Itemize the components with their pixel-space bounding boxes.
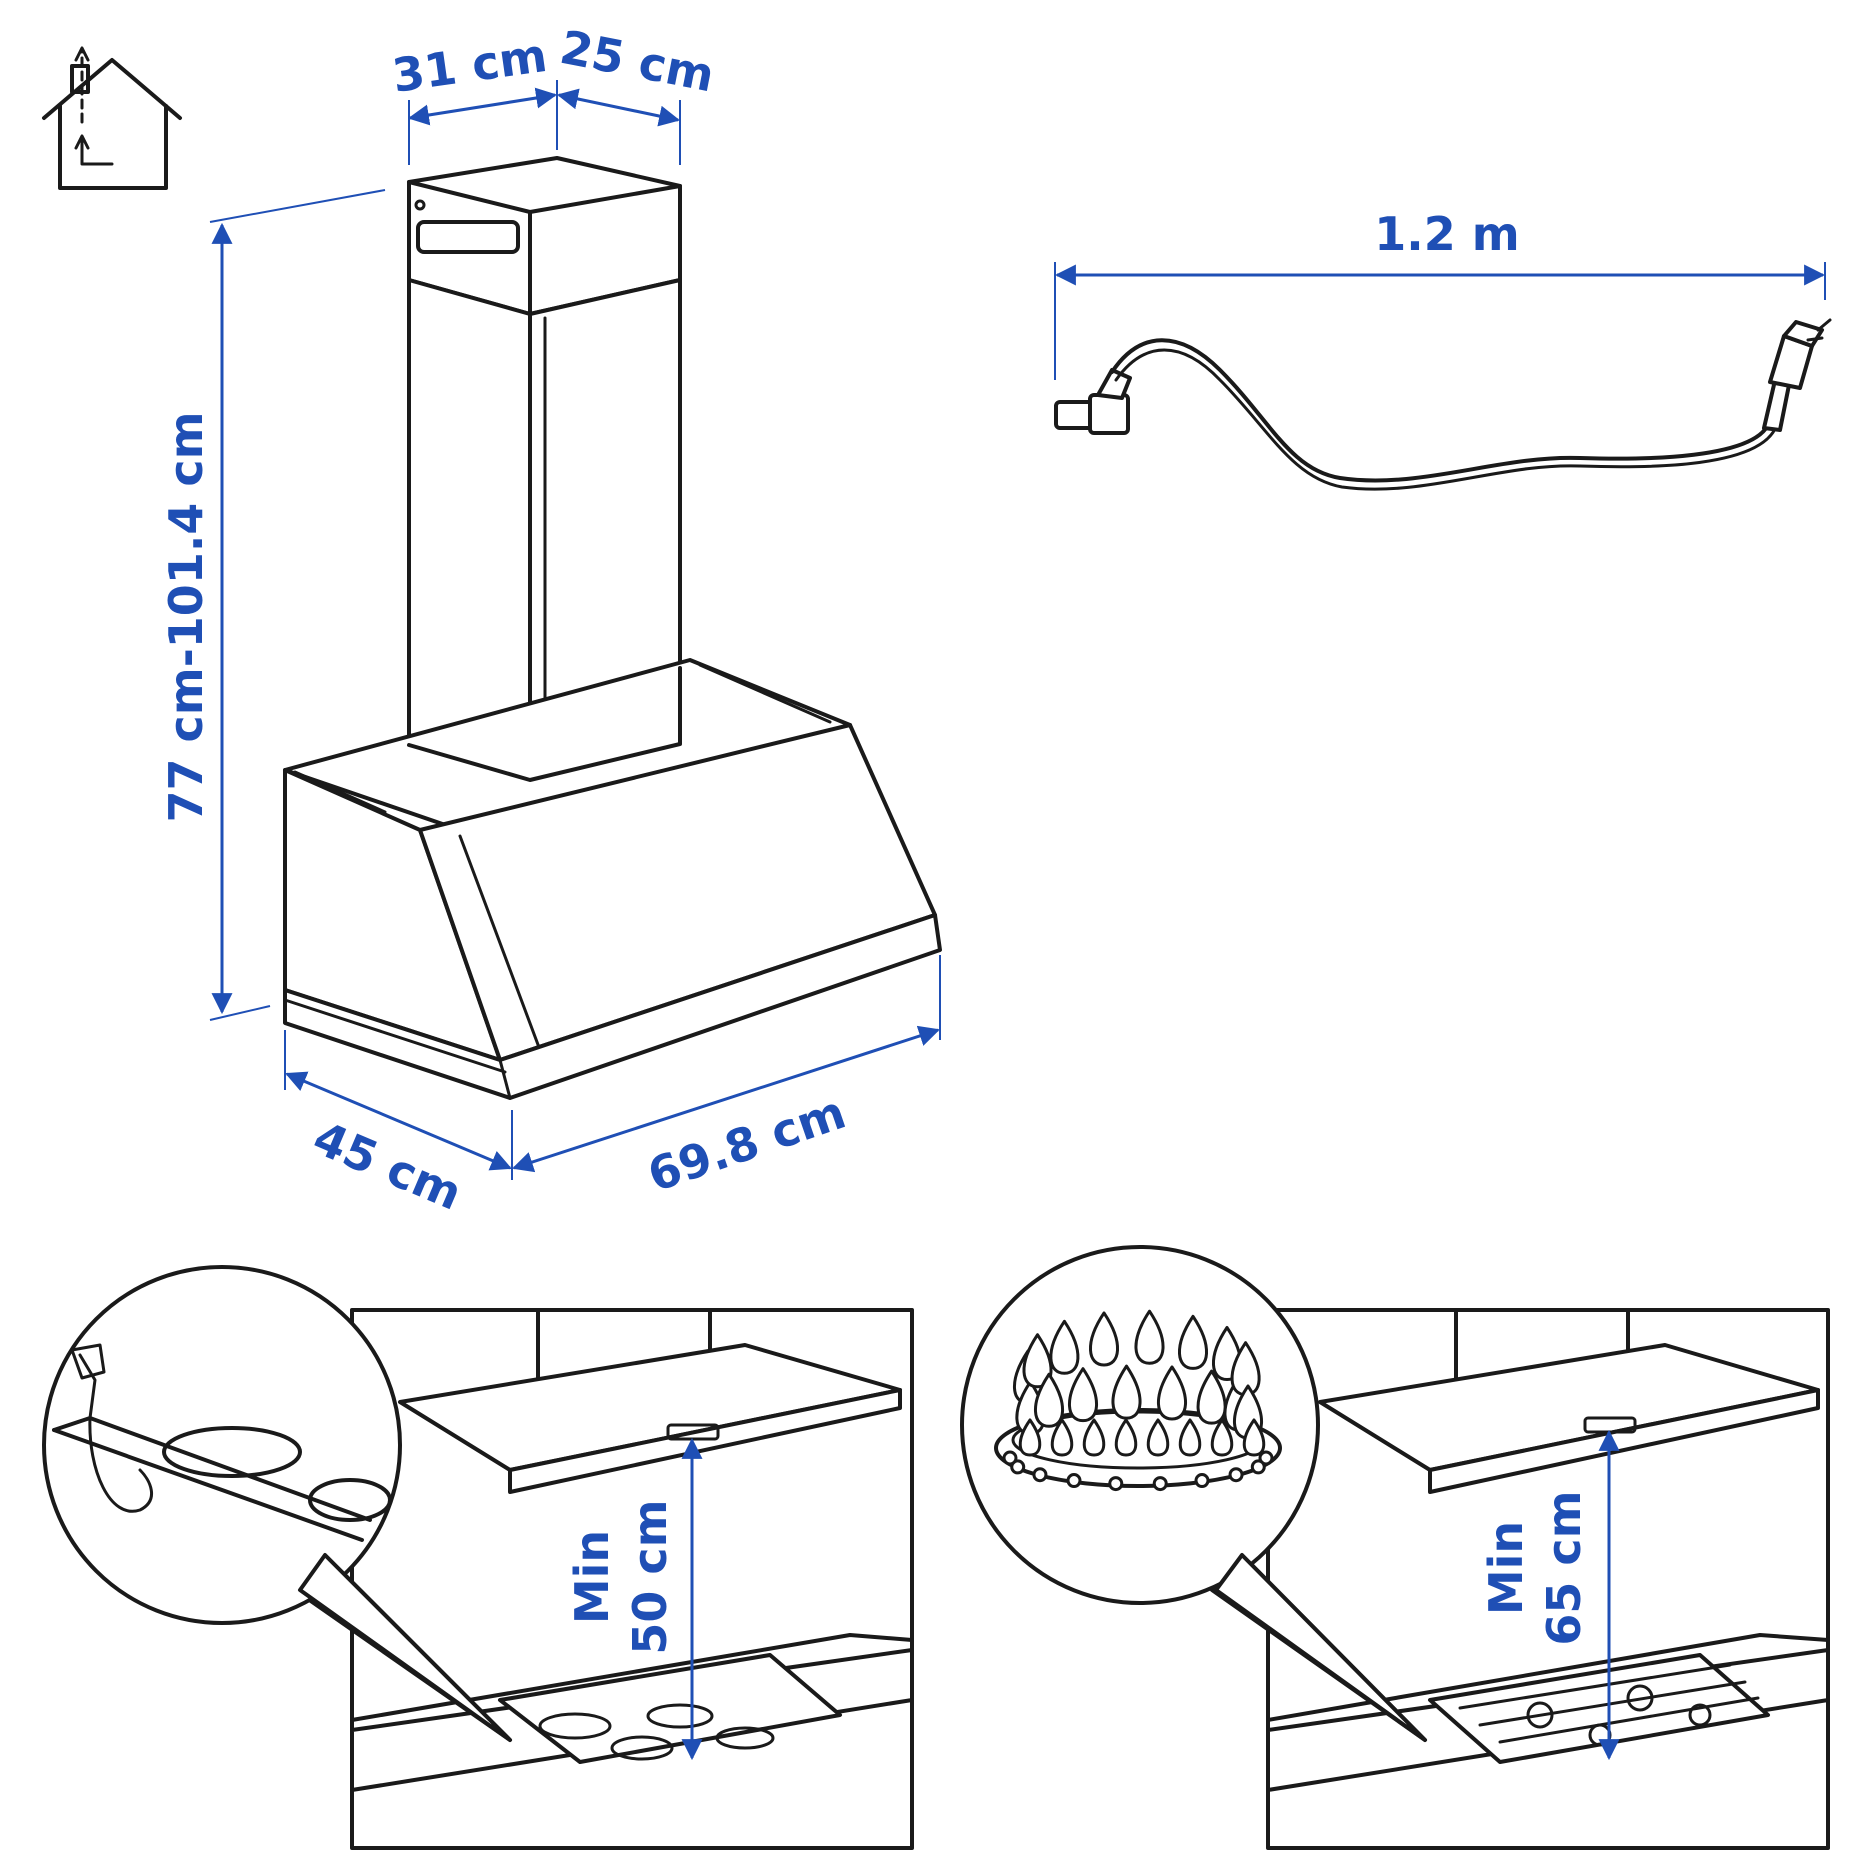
burner-hole <box>1194 1473 1210 1489</box>
flame <box>1134 1309 1165 1365</box>
flame <box>1111 1364 1142 1420</box>
flame <box>1089 1311 1120 1367</box>
flame <box>1068 1367 1098 1423</box>
hood-depth-label: 45 cm <box>306 1110 470 1220</box>
electric-hob-clearance-panel <box>350 1308 914 1850</box>
depth-dimension-line <box>285 1071 512 1171</box>
flame <box>1156 1365 1187 1421</box>
gas-hob-clearance-panel <box>1266 1308 1830 1850</box>
chimney-width-line <box>407 87 558 126</box>
flame <box>1082 1418 1106 1457</box>
height-extension-top <box>209 189 386 223</box>
burner-hole <box>1152 1476 1168 1492</box>
burner-hole <box>1108 1476 1124 1492</box>
flame <box>1210 1418 1234 1457</box>
chimney-width-label: 31 cm <box>389 28 550 103</box>
burner-hole <box>1032 1467 1048 1483</box>
flame <box>1196 1369 1227 1425</box>
gas-min-label: Min <box>1479 1521 1533 1615</box>
chimney-depth-line <box>556 88 681 127</box>
flame <box>1049 1319 1080 1375</box>
electric-min-label: Min <box>565 1530 619 1624</box>
burner-hole <box>1010 1459 1026 1475</box>
gas-burner-flame-icon <box>960 1245 1427 1742</box>
flame <box>1034 1372 1065 1428</box>
house-with-duct-icon <box>42 46 182 190</box>
flame <box>1178 1418 1202 1457</box>
chimney-depth-label: 25 cm <box>556 20 719 103</box>
flame <box>1022 1333 1053 1389</box>
flame <box>1114 1418 1138 1457</box>
burner-hole <box>1002 1450 1018 1466</box>
hood-width-label: 69.8 cm <box>641 1085 852 1203</box>
electric-min-value: 50 cm <box>623 1499 677 1654</box>
flame <box>1018 1418 1042 1457</box>
gas-min-value: 65 cm <box>1537 1490 1591 1645</box>
cable-length-label: 1.2 m <box>1374 207 1519 261</box>
width-dimension-line <box>512 1025 940 1173</box>
flame <box>1146 1418 1170 1457</box>
flame <box>1050 1418 1074 1457</box>
burner-hole <box>1258 1450 1274 1466</box>
flame <box>1242 1418 1266 1457</box>
burner-hole <box>1066 1473 1082 1489</box>
dimension-lines <box>209 80 1826 1180</box>
burner-hole <box>1250 1459 1266 1475</box>
height-range-label: 77 cm-101.4 cm <box>159 411 213 822</box>
cooker-hood-drawing <box>283 156 942 1100</box>
power-cable-with-plug-icon <box>1054 318 1832 491</box>
burner-hole <box>1228 1467 1244 1483</box>
flame <box>1178 1314 1208 1370</box>
electric-hob-icon <box>42 1265 512 1742</box>
height-extension-bottom <box>209 1005 271 1021</box>
